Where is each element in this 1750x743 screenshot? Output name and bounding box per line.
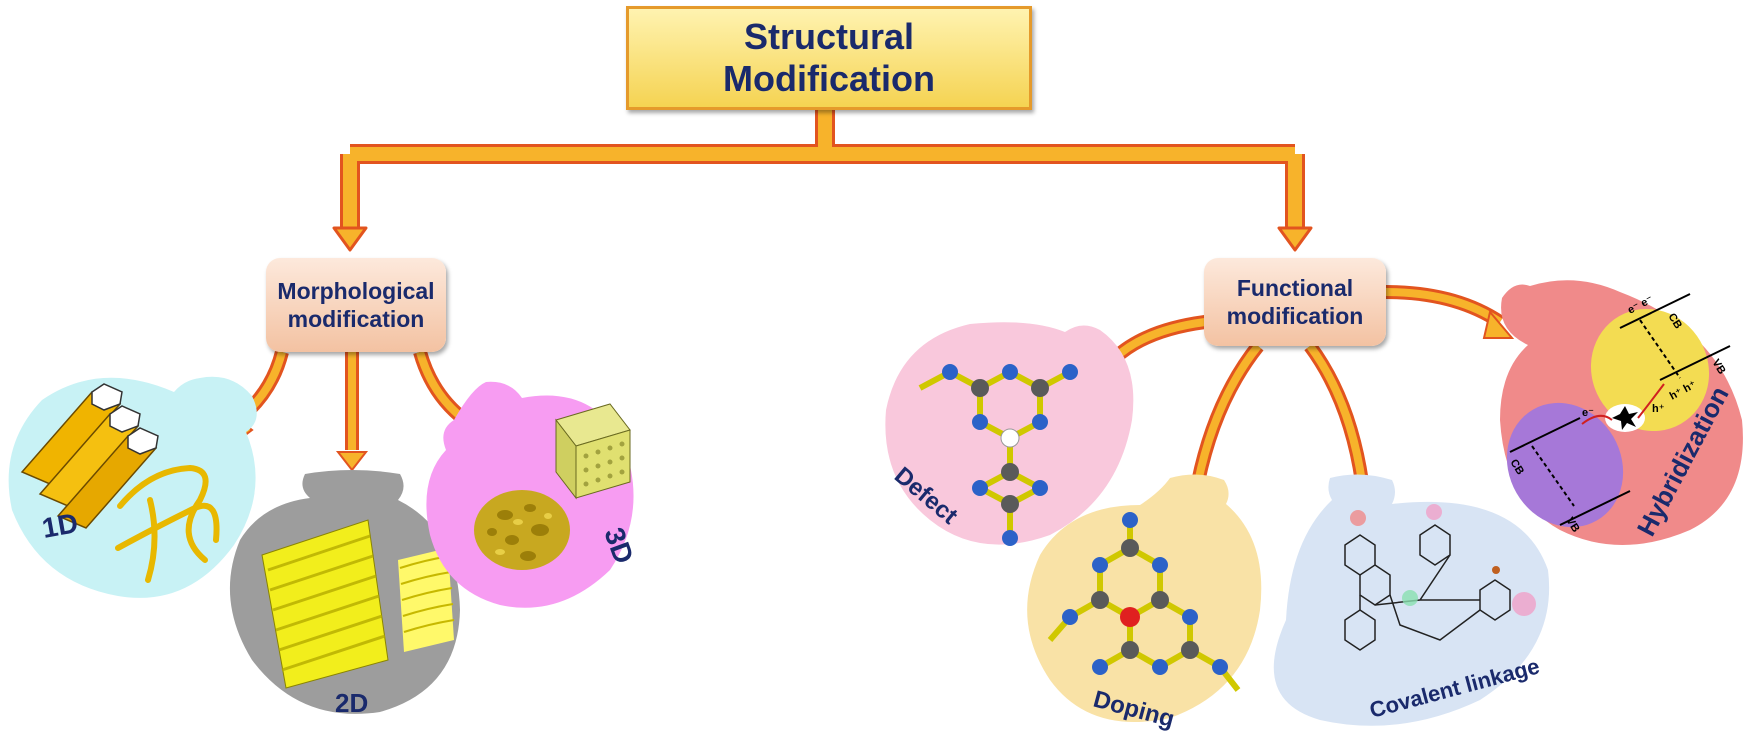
- top-connector: [332, 110, 1313, 252]
- morphological-box: Morphological modification: [266, 258, 446, 352]
- bubble-1d: 1D: [8, 376, 257, 598]
- svg-text:h⁺: h⁺: [1652, 403, 1665, 415]
- functional-label: Functional modification: [1226, 275, 1364, 329]
- band-diagram: [1509, 293, 1731, 526]
- svg-text:e⁻: e⁻: [1582, 407, 1594, 419]
- morph-connectors: [224, 350, 484, 472]
- layered-sheet-icon: [261, 519, 455, 689]
- covalent-network-icon: [1344, 524, 1511, 651]
- semiconductor-particles: [1506, 308, 1710, 528]
- bubble-hybridization: CB VB CB VB e⁻ e⁻ e⁻ h⁺ h⁺ h⁺ Hybridizat…: [1500, 280, 1743, 545]
- title-box: Structural Modification: [626, 6, 1032, 110]
- bubble-defect: Defect: [885, 322, 1134, 546]
- label-2d: 2D: [335, 688, 368, 718]
- nanowire-icon: [115, 464, 220, 583]
- doping-atoms: [1062, 512, 1228, 675]
- defect-atoms: [942, 364, 1078, 546]
- porous-cube-icon: [555, 403, 631, 500]
- functional-box: Functional modification: [1204, 258, 1386, 346]
- porous-foam-icon: [474, 490, 570, 570]
- morphological-label: Morphological modification: [277, 278, 435, 332]
- bubble-3d: 3D: [426, 381, 640, 608]
- bubble-covalent: Covalent linkage: [1273, 474, 1550, 726]
- nanorod-bundle-icon: [20, 383, 159, 529]
- title-text: Structural Modification: [723, 16, 935, 99]
- covalent-tags: [1350, 504, 1536, 616]
- spark-icon: [1612, 406, 1638, 430]
- label-1d: 1D: [40, 507, 81, 544]
- bubble-2d: 2D: [229, 470, 460, 718]
